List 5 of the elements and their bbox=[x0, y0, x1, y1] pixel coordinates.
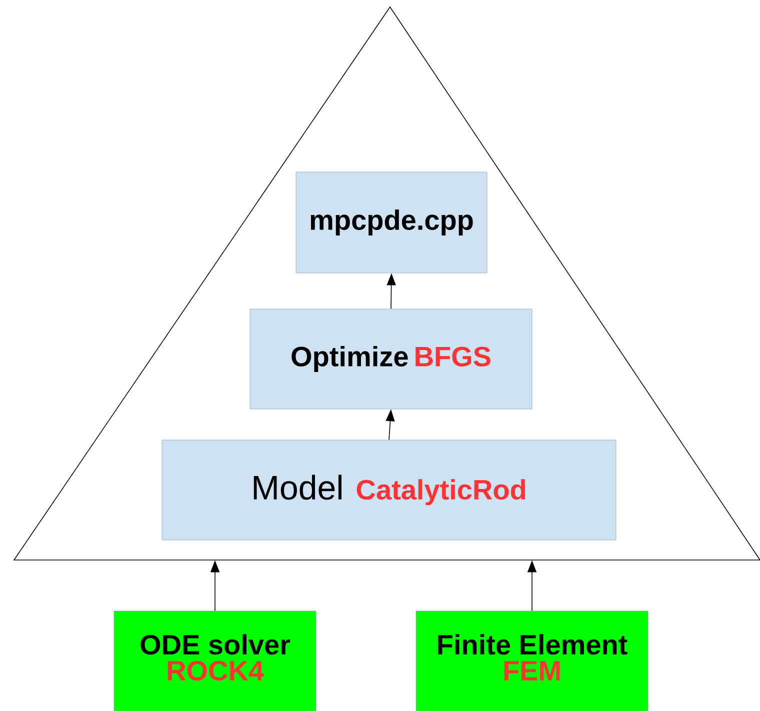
text-box: Model CatalyticRod bbox=[162, 440, 616, 540]
text-box: mpcpde.cpp bbox=[296, 172, 488, 274]
text-box: Finite Element FEM bbox=[416, 610, 648, 711]
text-box: Optimize BFGS bbox=[250, 308, 532, 410]
text-box: ODE solver ROCK4 bbox=[114, 610, 316, 711]
